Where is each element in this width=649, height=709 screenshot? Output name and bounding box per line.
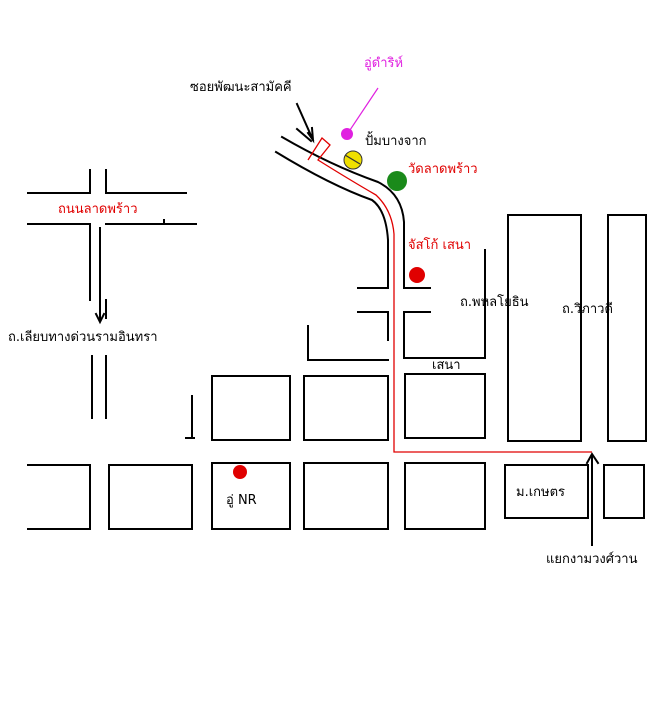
u-nr-marker (233, 465, 247, 479)
block-row2-1 (211, 375, 291, 441)
label-wat-lat-phrao: วัดลาดพร้าว (408, 162, 478, 177)
street-lines-soi-curve-upper (280, 135, 431, 289)
street-lines-soi-short (295, 127, 313, 143)
street-block-mid-left (307, 325, 389, 361)
label-thanon-lat-phrao: ถนนลาดพร้าว (58, 202, 138, 217)
block-wiphawadi (607, 214, 647, 442)
route-line (307, 137, 592, 453)
label-yaek-ngamwongwan: แยกงามวงศ์วาน (546, 552, 638, 567)
wat-lat-phrao-marker (387, 171, 407, 191)
label-u-darit: อู่ดำริห์ (364, 56, 404, 71)
label-liap-thang-duan: ถ.เลียบทางด่วนรามอินทรา (8, 330, 158, 345)
pump-bangchak-marker-stroke (344, 154, 361, 165)
street-lines-left-vertical (91, 299, 107, 419)
jusco-sena-marker (409, 267, 425, 283)
pointer-left-road (94, 227, 106, 325)
street-left-block-row2 (185, 395, 195, 439)
street-lines-soi-curve (274, 150, 389, 289)
block-bottom-right (603, 464, 645, 519)
block-bottom-left (27, 464, 91, 530)
pointer-ngamwongwan (585, 452, 600, 546)
label-pump-bangchak: ปั้มบางจาก (365, 134, 427, 149)
block-row2-2 (303, 375, 389, 441)
block-u-nr (211, 462, 291, 530)
label-wiphawadi: ถ.วิภาวดี (562, 302, 613, 317)
block-bottom-5 (404, 462, 486, 530)
label-mo-kaset: ม.เกษตร (516, 485, 566, 500)
label-jusco-sena: จัสโก้ เสนา (408, 238, 472, 253)
label-phahon-yothin: ถ.พหลโยธิน (460, 295, 529, 310)
block-mo-kaset (504, 464, 589, 519)
block-phahon (507, 214, 582, 442)
label-sena: เสนา (432, 358, 461, 373)
street-block-mid-right (403, 249, 486, 359)
street-lines-left-cross (27, 169, 197, 301)
block-bottom-4 (303, 462, 389, 530)
block-sena (404, 373, 486, 439)
label-soi-phatthana-samakkhi: ซอยพัฒนะสามัคคี (190, 80, 292, 95)
street-block-mid-small (357, 311, 389, 341)
block-bottom-2 (108, 464, 193, 530)
u-darit-marker (341, 128, 353, 140)
pointer-u-darit (347, 87, 379, 134)
pointer-soi (295, 102, 315, 144)
label-u-nr: อู่ NR (226, 493, 257, 508)
